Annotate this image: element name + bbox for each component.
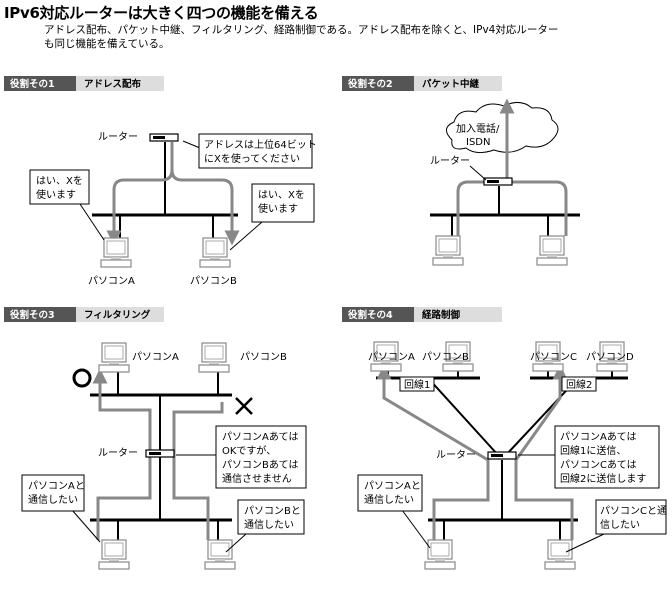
panel4-pc-d-label: パソコンD bbox=[586, 351, 634, 363]
panel4-route-to-pc-c bbox=[514, 364, 574, 540]
svg-text:使います: 使います bbox=[258, 202, 298, 215]
panel4-pc-a-callout: パソコンAと 通信したい bbox=[357, 474, 431, 549]
panel1-pc-a-callout: はい、Xを 使います bbox=[29, 169, 105, 241]
panel1-arrow-to-pc-b bbox=[170, 142, 240, 246]
panel4-name-bg bbox=[414, 307, 502, 322]
panel1-pc-b-icon bbox=[199, 237, 231, 268]
panel1-pc-a-label: パソコンA bbox=[88, 275, 135, 287]
panel1-tag-bg bbox=[4, 76, 76, 91]
figure-title: IPv6対応ルーターは大きく四つの機能を備える bbox=[4, 4, 319, 22]
panel3-pc-b-label: パソコンB bbox=[240, 351, 287, 363]
svg-text:使います: 使います bbox=[36, 188, 76, 201]
panel4-tag: 役割その4 bbox=[347, 309, 393, 321]
panel-packet-relay: 役割その2 パケット中継 加入電話/ ISDN ルーター bbox=[342, 76, 580, 266]
panel4-router-label: ルーター bbox=[436, 449, 476, 461]
panel3-pc-b-icon bbox=[198, 342, 230, 373]
svg-text:パソコンAと: パソコンAと bbox=[28, 480, 85, 492]
panel3-tag-bg bbox=[4, 307, 76, 322]
panel4-tag-bg bbox=[342, 307, 414, 322]
panel4-router-icon bbox=[487, 451, 517, 460]
svg-text:回線1に送信、: 回線1に送信、 bbox=[560, 444, 626, 457]
panel3-pc-b-callout: パソコンBと 通信したい bbox=[225, 499, 305, 553]
svg-text:OKですが、: OKですが、 bbox=[222, 444, 276, 457]
panel4-line1-wan bbox=[427, 377, 499, 456]
svg-text:信したい: 信したい bbox=[600, 519, 640, 531]
svg-text:パソコンCあては: パソコンCあては bbox=[560, 459, 637, 471]
panel-routing: 役割その4 経路制御 ルーター パソコンA パソコンB パソコンC パソコンD bbox=[342, 307, 667, 570]
panel1-pc-a-icon bbox=[100, 237, 132, 268]
panel1-name: アドレス配布 bbox=[84, 78, 142, 90]
svg-text:パソコンAあては: パソコンAあては bbox=[222, 431, 298, 443]
svg-text:にXを使ってください: にXを使ってください bbox=[204, 152, 300, 165]
svg-text:アドレスは上位64ビット: アドレスは上位64ビット bbox=[204, 138, 317, 151]
panel4-pc-c-callout: パソコンCと通 信したい bbox=[565, 499, 667, 553]
panel2-name-bg bbox=[414, 76, 502, 91]
panel2-tag-bg bbox=[342, 76, 414, 91]
panel1-router-icon bbox=[149, 133, 179, 142]
panel3-name: フィルタリング bbox=[84, 309, 151, 321]
panel4-pc-lower-right-icon bbox=[544, 539, 576, 570]
panel1-name-bg bbox=[76, 76, 164, 91]
svg-text:パソコンAと: パソコンAと bbox=[364, 480, 421, 492]
panel3-allowed-mark-icon bbox=[72, 368, 92, 388]
svg-text:はい、Xを: はい、Xを bbox=[36, 175, 83, 187]
panel4-pc-lower-left-icon bbox=[424, 539, 456, 570]
panel-filtering: 役割その3 フィルタリング ルーター パソコンA パソコンB パソコンAあては … bbox=[4, 307, 307, 570]
panel2-router-icon bbox=[483, 177, 513, 186]
panel4-line1-label: 回線1 bbox=[404, 378, 430, 391]
panel-address-distribution: 役割その1 アドレス配布 ルーター パソコンA パソコンB アドレスは上位64ビ… bbox=[4, 76, 317, 287]
figure-subtitle: アドレス配布、パケット中継、フィルタリング、経路制御である。アドレス配布を除くと… bbox=[44, 24, 559, 50]
svg-text:通信したい: 通信したい bbox=[364, 494, 414, 506]
panel4-router-callout: パソコンAあては 回線1に送信、 パソコンCあては 回線2に送信します bbox=[518, 425, 660, 489]
panel3-name-bg bbox=[76, 307, 164, 322]
svg-text:通信したい: 通信したい bbox=[244, 519, 294, 531]
panel3-blocked-mark-icon bbox=[235, 397, 253, 415]
svg-text:通信したい: 通信したい bbox=[28, 494, 78, 506]
svg-text:パソコンCと通: パソコンCと通 bbox=[600, 505, 667, 517]
panel2-pc-a-icon bbox=[432, 235, 464, 266]
panel3-router-label: ルーター bbox=[98, 447, 138, 459]
panel2-cloud bbox=[446, 102, 559, 154]
panel3-router-callout: パソコンAあては OKですが、 パソコンBあては 通信させません bbox=[176, 425, 307, 489]
panel1-pc-b-label: パソコンB bbox=[190, 275, 237, 287]
panel4-pc-b-label: パソコンB bbox=[422, 351, 469, 363]
panel1-router-callout: アドレスは上位64ビット にXを使ってください bbox=[182, 133, 317, 169]
panel1-pc-b-callout: はい、Xを 使います bbox=[229, 183, 315, 251]
panel2-router-label: ルーター bbox=[430, 155, 470, 167]
svg-text:通信させません: 通信させません bbox=[222, 473, 292, 485]
panel1-arrow-to-pc-a bbox=[106, 142, 174, 246]
panel3-pc-lower-left-icon bbox=[98, 539, 130, 570]
panel4-pc-c-label: パソコンC bbox=[530, 351, 577, 363]
panel4-line2-label: 回線2 bbox=[566, 378, 592, 391]
panel4-route-to-pc-a bbox=[376, 364, 490, 540]
panel1-router-label: ルーター bbox=[98, 131, 138, 143]
panel2-name: パケット中継 bbox=[422, 78, 480, 90]
svg-text:パソコンAあては: パソコンAあては bbox=[560, 431, 636, 443]
panel3-pc-lower-right-icon bbox=[204, 539, 236, 570]
svg-text:回線2に送信します: 回線2に送信します bbox=[560, 472, 646, 485]
panel2-tag: 役割その2 bbox=[347, 78, 393, 90]
panel2-arrow-from-pc-a bbox=[456, 180, 500, 236]
panel4-name: 経路制御 bbox=[422, 309, 461, 321]
panel3-pc-a-label: パソコンA bbox=[132, 351, 179, 363]
panel3-tag: 役割その3 bbox=[9, 309, 55, 321]
panel2-cloud-line2: ISDN bbox=[466, 137, 490, 148]
panel4-line1-label-box bbox=[399, 376, 435, 392]
panel1-tag: 役割その1 bbox=[9, 78, 55, 90]
panel2-pc-b-icon bbox=[536, 235, 568, 266]
panel2-arrow-from-pc-b bbox=[512, 180, 568, 236]
svg-text:パソコンBあては: パソコンBあては bbox=[222, 459, 298, 471]
panel3-pc-a-icon bbox=[98, 342, 130, 373]
panel3-pc-a-callout: パソコンAと 通信したい bbox=[21, 474, 101, 543]
svg-text:はい、Xを: はい、Xを bbox=[258, 189, 305, 201]
svg-text:パソコンBと: パソコンBと bbox=[244, 505, 301, 517]
panel2-cloud-line1: 加入電話/ bbox=[456, 122, 500, 135]
panel4-line2-label-box bbox=[561, 376, 597, 392]
panel3-router-icon bbox=[145, 449, 175, 458]
panel4-pc-a-label: パソコンA bbox=[368, 351, 415, 363]
panel2-router-pointer bbox=[469, 165, 487, 181]
